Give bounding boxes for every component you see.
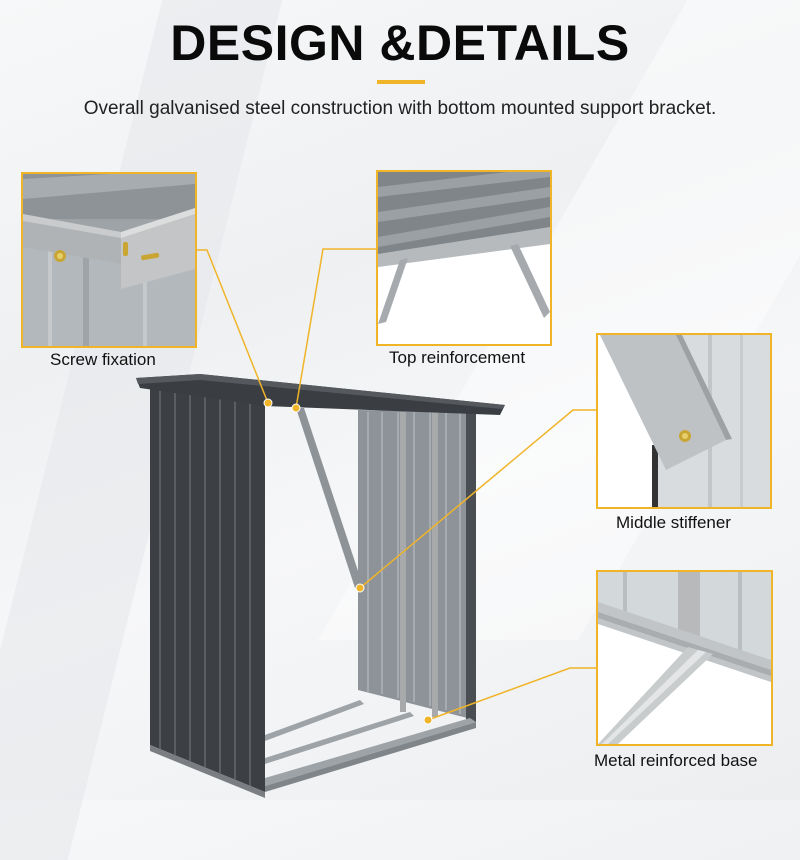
top-reinforcement-illustration	[378, 172, 550, 344]
screw-fixation-illustration	[23, 174, 195, 346]
screw-fixation-image	[21, 172, 197, 348]
callout-dot	[263, 398, 273, 408]
top-reinforcement-label: Top reinforcement	[389, 348, 526, 367]
middle-stiffener-illustration	[598, 335, 770, 507]
top-reinforcement-image	[376, 170, 552, 346]
callout-dot	[355, 583, 365, 593]
middle-stiffener-label: Middle stiffener	[616, 513, 731, 532]
metal-reinforced-base-label: Metal reinforced base	[594, 751, 758, 770]
metal-reinforced-base-illustration	[598, 572, 771, 744]
page-title: DESIGN &DETAILS	[170, 15, 630, 71]
page-subtitle: Overall galvanised steel construction wi…	[83, 98, 717, 119]
metal-reinforced-base-image	[596, 570, 773, 746]
middle-stiffener-image	[596, 333, 772, 509]
callout-dot	[423, 715, 433, 725]
log-store-illustration	[136, 248, 596, 798]
screw-fixation-label: Screw fixation	[50, 350, 156, 369]
title-accent-bar	[377, 80, 425, 84]
callout-dot	[291, 403, 301, 413]
